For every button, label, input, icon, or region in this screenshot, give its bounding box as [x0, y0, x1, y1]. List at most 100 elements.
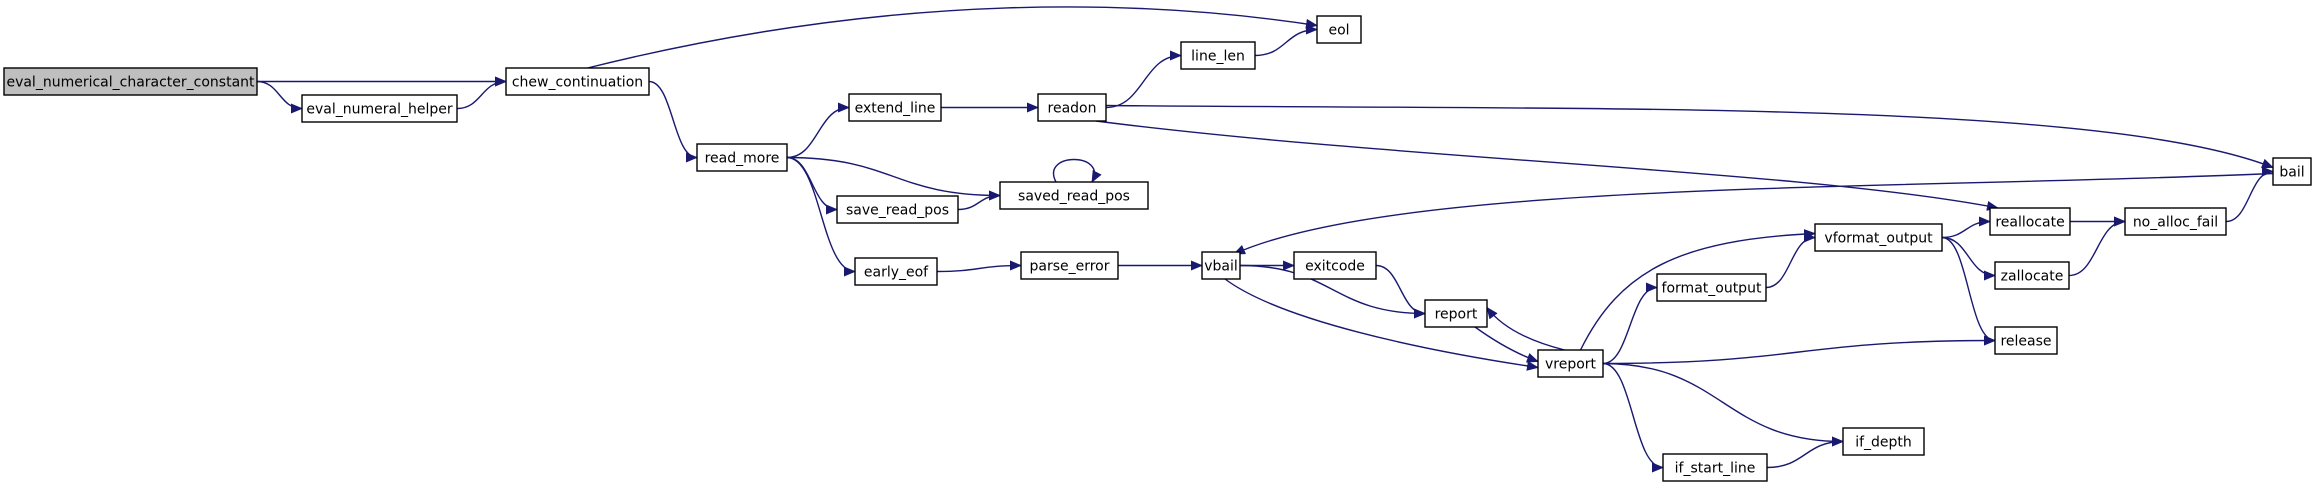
edge-line — [256, 80, 303, 114]
node-box — [3, 67, 258, 96]
node-if-start-line[interactable]: if_start_line — [1662, 453, 1768, 482]
node-if-depth[interactable]: if_depth — [1842, 427, 1925, 456]
node-box — [1316, 15, 1362, 44]
edge-chew_continuation-to-eol — [587, 6, 1318, 69]
edge-line — [936, 260, 1022, 273]
edge-line — [2225, 166, 2274, 223]
edge-line — [1474, 326, 1539, 363]
node-label: parse_error — [1029, 259, 1109, 275]
node-box — [1020, 251, 1119, 280]
edge-line — [648, 80, 698, 163]
node-eol[interactable]: eol — [1316, 15, 1362, 44]
node-box — [836, 195, 959, 224]
node-box — [999, 181, 1149, 210]
edge-line — [1486, 306, 1565, 351]
node-extend-line[interactable]: extend_line — [848, 93, 942, 122]
node-chew-continuation[interactable]: chew_continuation — [505, 67, 650, 96]
edge-line — [1602, 282, 1658, 365]
node-box — [1180, 41, 1256, 70]
node-box — [1994, 326, 2058, 355]
edge-line — [1602, 335, 1996, 365]
node-label: line_len — [1191, 49, 1245, 65]
node-label: early_eof — [864, 265, 929, 281]
node-early-eof[interactable]: early_eof — [854, 257, 938, 286]
edge-vbail-to-report — [1239, 264, 1426, 319]
edge-line — [1941, 216, 1991, 239]
edge-line — [1602, 362, 1664, 473]
node-eval-numerical-character-constant[interactable]: eval_numerical_character_constant — [3, 67, 258, 96]
edge-no_alloc_fail-to-bail — [2225, 166, 2274, 223]
node-bail[interactable]: bail — [2272, 157, 2312, 186]
edge-line_len-to-eol — [1254, 24, 1318, 57]
node-label: extend_line — [855, 101, 936, 117]
node-report[interactable]: report — [1424, 299, 1488, 328]
edges-layer — [256, 6, 2274, 473]
node-label: exitcode — [1305, 259, 1365, 275]
node-label: release — [2000, 334, 2051, 350]
node-box — [1994, 261, 2070, 290]
node-box — [1201, 251, 1241, 280]
node-box — [854, 257, 938, 286]
edge-read_more-to-extend_line — [786, 102, 850, 159]
node-format-output[interactable]: format_output — [1656, 273, 1767, 302]
edge-line — [786, 156, 856, 277]
node-label: eol — [1328, 23, 1349, 39]
node-box — [1656, 273, 1767, 302]
node-saved-read-pos[interactable]: saved_read_pos — [999, 181, 1149, 210]
node-box — [1662, 453, 1768, 482]
edge-save_read_pos-to-saved_read_pos — [957, 190, 1001, 211]
edge-vreport-to-report — [1486, 306, 1565, 351]
node-label: read_more — [705, 151, 780, 167]
node-box — [1293, 251, 1377, 280]
node-label: readon — [1048, 101, 1097, 117]
edge-line — [1766, 436, 1844, 469]
edge-read_more-to-save_read_pos — [786, 156, 838, 215]
edge-readon-to-bail — [1105, 104, 2274, 169]
nodes-layer: eval_numerical_character_constant eval_nu… — [3, 15, 2312, 482]
edge-line — [786, 156, 838, 215]
node-vreport[interactable]: vreport — [1537, 349, 1604, 378]
node-label: reallocate — [1995, 215, 2064, 231]
node-no-alloc-fail[interactable]: no_alloc_fail — [2124, 207, 2227, 236]
edge-line — [1941, 236, 1996, 346]
node-vformat-output[interactable]: vformat_output — [1814, 223, 1943, 252]
edge-line — [456, 76, 507, 110]
edge-early_eof-to-parse_error — [936, 260, 1022, 273]
node-save-read-pos[interactable]: save_read_pos — [836, 195, 959, 224]
edge-line — [1052, 158, 1102, 183]
edge-line — [957, 190, 1001, 211]
edge-line — [1233, 172, 2274, 255]
edge-read_more-to-early_eof — [786, 156, 856, 277]
node-zallocate[interactable]: zallocate — [1994, 261, 2070, 290]
node-label: if_depth — [1855, 435, 1912, 451]
node-release[interactable]: release — [1994, 326, 2058, 355]
node-exitcode[interactable]: exitcode — [1293, 251, 1377, 280]
node-label: bail — [2279, 165, 2304, 181]
edge-eval_numerical_character_constant-to-eval_numeral_helper — [256, 80, 303, 114]
edge-format_output-to-vformat_output — [1765, 232, 1816, 289]
node-eval-numeral-helper[interactable]: eval_numeral_helper — [301, 94, 458, 123]
edge-saved_read_pos-to-saved_read_pos — [1052, 158, 1102, 183]
node-box — [1537, 349, 1604, 378]
edge-line — [1602, 362, 1844, 447]
node-reallocate[interactable]: reallocate — [1989, 207, 2071, 236]
node-label: save_read_pos — [846, 203, 949, 219]
edge-line — [1254, 24, 1318, 57]
node-vbail[interactable]: vbail — [1201, 251, 1241, 280]
node-read-more[interactable]: read_more — [696, 143, 788, 172]
node-label: eval_numeral_helper — [306, 102, 452, 118]
edge-report-to-vreport — [1474, 326, 1539, 363]
edge-line — [1105, 104, 2274, 169]
node-readon[interactable]: readon — [1037, 93, 1107, 122]
node-line-len[interactable]: line_len — [1180, 41, 1256, 70]
edge-vreport-to-if_depth — [1602, 362, 1844, 447]
node-label: vformat_output — [1824, 231, 1933, 247]
node-parse-error[interactable]: parse_error — [1020, 251, 1119, 280]
node-box — [1037, 93, 1107, 122]
edge-line — [1941, 236, 1996, 281]
edge-exitcode-to-report — [1375, 264, 1426, 319]
edge-zallocate-to-no_alloc_fail — [2068, 216, 2126, 277]
edge-line — [786, 102, 850, 159]
edge-vformat_output-to-reallocate — [1941, 216, 1991, 239]
